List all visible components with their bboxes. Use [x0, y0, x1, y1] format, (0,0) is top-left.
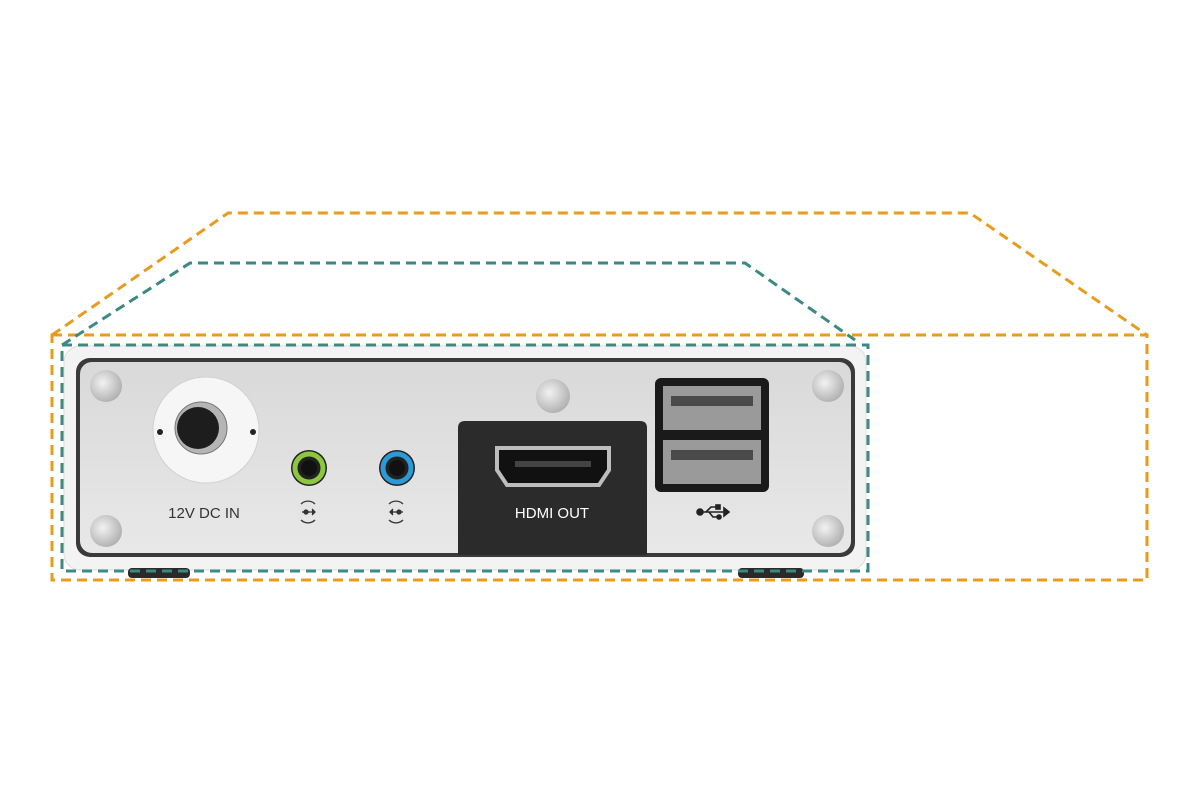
- inner-outline: [60, 261, 870, 573]
- screws: [90, 370, 844, 547]
- screw-icon: [90, 370, 122, 402]
- audio-in-jack: [379, 450, 415, 486]
- screw-icon: [812, 370, 844, 402]
- foot-left: [128, 568, 190, 578]
- dc-power-jack: [152, 376, 260, 484]
- outer-outline: [50, 211, 1149, 582]
- audio-in-icon: [388, 500, 404, 524]
- screw-icon: [812, 515, 844, 547]
- hdmi-label: HDMI OUT: [515, 505, 589, 522]
- usb-ports: [655, 378, 769, 492]
- hdmi-panel: [458, 421, 647, 555]
- screw-icon: [536, 379, 570, 413]
- audio-out-jack: [291, 450, 327, 486]
- usb-icon: [696, 504, 731, 520]
- screw-icon: [90, 515, 122, 547]
- power-label: 12V DC IN: [168, 505, 240, 522]
- audio-out-icon: [300, 500, 316, 524]
